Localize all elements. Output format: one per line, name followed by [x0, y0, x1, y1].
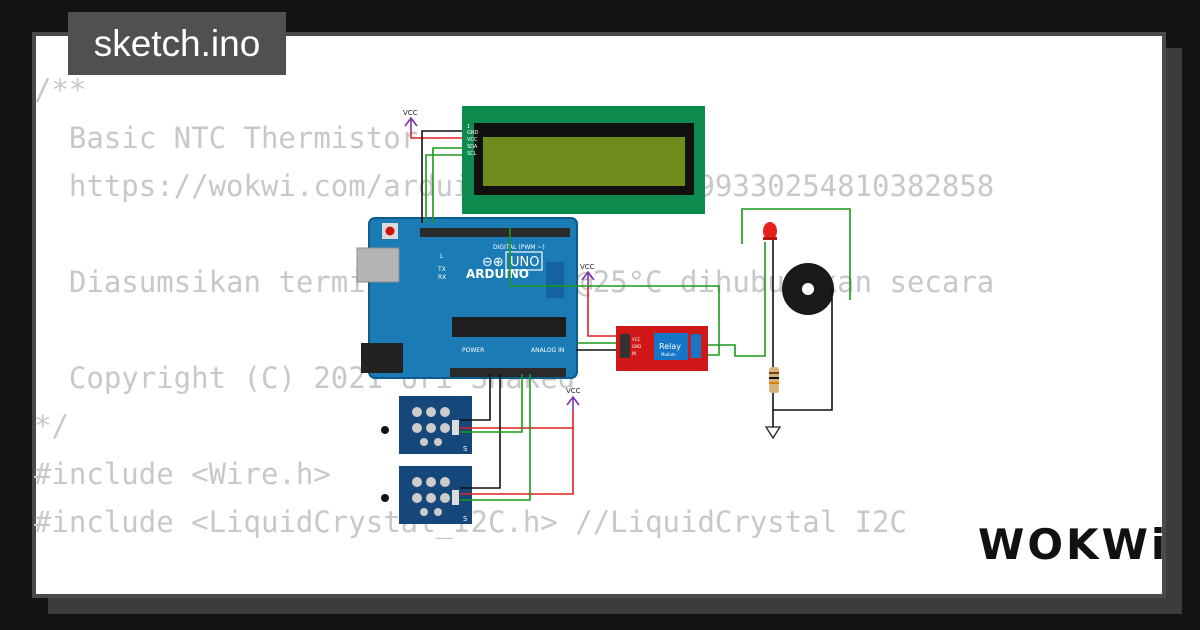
digital-header — [420, 228, 570, 237]
code-line: Basic NTC Thermistor — [34, 121, 419, 155]
ground-symbol — [764, 426, 782, 440]
svg-text:RX: RX — [438, 274, 446, 281]
svg-text:IN: IN — [632, 351, 636, 356]
svg-text:GND: GND — [632, 344, 641, 349]
wokwi-logo: WOKWi — [978, 520, 1169, 569]
microcontroller-chip — [452, 317, 566, 337]
svg-text:ANALOG IN: ANALOG IN — [531, 347, 564, 354]
svg-text:VCC: VCC — [467, 137, 478, 143]
relay-module[interactable]: Relay Module VCC GND IN — [616, 326, 708, 371]
svg-text:VCC: VCC — [632, 337, 641, 342]
code-line: #include <LiquidCrystal_I2C.h> //LiquidC… — [34, 505, 907, 539]
wires — [410, 130, 851, 501]
buzzer[interactable] — [782, 263, 834, 315]
arduino-uno-board[interactable]: DIGITAL (PWM ~) ARDUINO UNO ⊖⊕ L TX RX P… — [356, 217, 578, 379]
svg-text:VCC: VCC — [566, 387, 581, 395]
svg-text:S: S — [463, 445, 468, 453]
svg-text:VCC: VCC — [403, 109, 418, 117]
board-model: UNO — [510, 255, 539, 270]
file-tab[interactable]: sketch.ino — [68, 12, 286, 75]
svg-text:S: S — [463, 515, 468, 523]
vcc-symbol-sensors: VCC — [566, 387, 581, 410]
reset-button — [385, 226, 395, 236]
svg-text:SDA: SDA — [467, 144, 478, 150]
red-led[interactable] — [763, 222, 777, 240]
vcc-symbol-relay: VCC — [580, 263, 595, 285]
svg-text:⊖⊕: ⊖⊕ — [482, 255, 504, 270]
thermistor-bead — [381, 494, 389, 502]
code-line: /** — [34, 73, 87, 107]
svg-text:1: 1 — [467, 124, 470, 130]
resistor[interactable] — [769, 367, 779, 393]
svg-text:POWER: POWER — [462, 347, 484, 354]
usb-port — [356, 247, 400, 283]
svg-text:GND: GND — [467, 130, 479, 136]
svg-text:SCL: SCL — [467, 151, 477, 157]
code-line: #include <Wire.h> — [34, 457, 331, 491]
ntc-sensor-2[interactable]: S — [381, 466, 472, 524]
code-preview: /** Basic NTC Thermistor https://wokwi.c… — [34, 66, 994, 546]
svg-text:TX: TX — [437, 266, 446, 273]
vcc-symbol-lcd: VCC — [403, 109, 418, 131]
lcd-1602-i2c[interactable]: 1 GND VCC SDA SCL — [462, 106, 705, 214]
thermistor-bead — [381, 426, 389, 434]
ntc-sensor-1[interactable]: S — [381, 396, 472, 454]
power-jack — [361, 343, 403, 373]
svg-text:VCC: VCC — [580, 263, 595, 271]
digital-label: DIGITAL (PWM ~) — [493, 244, 545, 251]
code-line: */ — [34, 409, 69, 443]
svg-text:L: L — [440, 253, 444, 260]
svg-text:Module: Module — [661, 352, 676, 357]
power-analog-header — [450, 368, 566, 377]
svg-text:Relay: Relay — [659, 342, 681, 351]
